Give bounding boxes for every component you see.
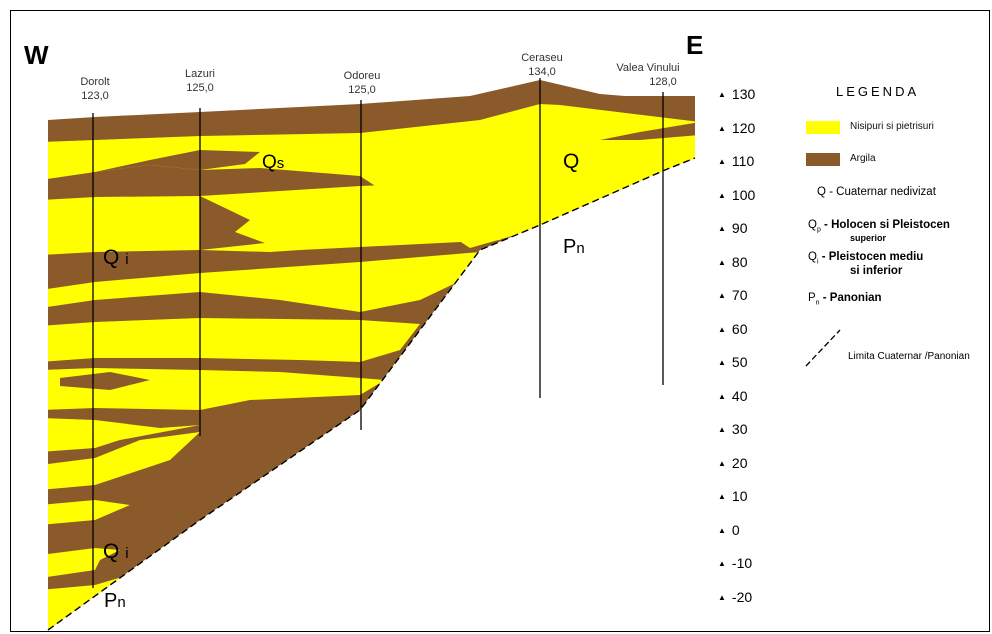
tick-marker-icon: ▲ — [718, 190, 726, 200]
legend-clay-swatch — [806, 153, 840, 166]
elevation-tick: ▲ -10 — [718, 555, 752, 572]
elevation-tick: ▲ 20 — [718, 455, 748, 472]
elevation-tick: ▲ 70 — [718, 287, 748, 304]
tick-marker-icon: ▲ — [718, 157, 726, 166]
tick-label: 100 — [731, 186, 756, 203]
legend-qp-label: Qp - Holocen si Pleistocen — [808, 219, 950, 234]
well-elevation-valea-vinului: 128,0 — [649, 76, 677, 88]
unit-label-qi-lower: Q i — [103, 540, 129, 563]
tick-label: 90 — [731, 220, 748, 236]
tick-label: 0 — [731, 521, 740, 538]
tick-label: 40 — [731, 387, 748, 404]
legend-clay-label: Argila — [850, 153, 876, 164]
tick-marker-icon: ▲ — [718, 492, 726, 501]
sand-band — [48, 104, 695, 400]
tick-marker-icon: ▲ — [718, 224, 726, 233]
legend-pn-label: Pn - Panonian — [808, 292, 882, 307]
quaternary-pannonian-boundary — [47, 157, 696, 631]
elevation-tick: ▲ 80 — [718, 254, 748, 271]
well-name-odoreu: Odoreu — [343, 70, 381, 82]
tick-marker-icon: ▲ — [718, 123, 726, 133]
well-name-valea-vinului: Valea Vinului — [616, 62, 680, 74]
tick-label: 110 — [731, 153, 755, 169]
elevation-tick: ▲0 — [718, 522, 740, 539]
tick-label: -10 — [731, 555, 753, 571]
tick-marker-icon: ▲ — [718, 257, 726, 267]
tick-label: 30 — [731, 421, 748, 437]
unit-label-qs: Qs — [262, 152, 285, 173]
unit-label-qi-upper: Q i — [103, 246, 129, 269]
well-elevation-ceraseu: 134,0 — [528, 66, 556, 78]
well-name-dorolt: Dorolt — [80, 76, 110, 88]
legend-qp-label-2: superior — [850, 233, 887, 243]
clay-lens — [95, 150, 260, 172]
sand-band — [48, 252, 500, 312]
well-name-ceraseu: Ceraseu — [521, 52, 563, 64]
legend-title: LEGENDA — [836, 84, 920, 99]
sand-band — [48, 432, 200, 490]
tick-marker-icon: ▲ — [718, 559, 726, 568]
well-elevation-dorolt: 123,0 — [81, 90, 109, 102]
tick-label: 60 — [731, 320, 748, 337]
tick-label: 80 — [731, 253, 748, 270]
elevation-tick: ▲ 130 — [718, 86, 755, 103]
sand-band — [48, 182, 520, 255]
elevation-tick: ▲ 100 — [718, 187, 755, 204]
tick-label: 20 — [731, 454, 748, 471]
tick-marker-icon: ▲ — [718, 525, 726, 535]
unit-label-pn-west: Pn — [104, 590, 126, 612]
elevation-tick: ▲ 10 — [718, 488, 748, 505]
elevation-tick: ▲ 40 — [718, 388, 748, 405]
tick-label: 130 — [731, 86, 756, 102]
tick-marker-icon: ▲ — [718, 425, 726, 434]
tick-marker-icon: ▲ — [718, 458, 726, 468]
tick-label: -20 — [731, 588, 753, 605]
legend-q-label: Q - Cuaternar nedivizat — [817, 186, 936, 198]
well-elevation-lazuri: 125,0 — [186, 82, 214, 94]
tick-marker-icon: ▲ — [718, 324, 726, 334]
legend-qi-label: Qi - Pleistocen mediu — [808, 251, 924, 266]
elevation-tick: ▲ 120 — [718, 120, 755, 137]
tick-label: 10 — [731, 488, 748, 504]
tick-marker-icon: ▲ — [718, 291, 726, 300]
elevation-tick: ▲ 50 — [718, 354, 748, 371]
sand-band — [48, 500, 130, 525]
elevation-tick: ▲ 60 — [718, 321, 748, 338]
well-name-lazuri: Lazuri — [185, 68, 215, 80]
east-label: E — [686, 30, 704, 60]
legend-sand-label: Nisipuri si pietrisuri — [850, 121, 934, 132]
elevation-tick: ▲ -20 — [718, 589, 752, 606]
legend-qi-label-2: si inferior — [850, 265, 903, 277]
elevation-tick: ▲ 110 — [718, 153, 754, 170]
legend-boundary-line — [805, 329, 841, 367]
legend-boundary-label: Limita Cuaternar /Panonian — [848, 351, 970, 362]
figure-frame — [10, 10, 990, 632]
unit-label-pn-east: Pn — [563, 236, 585, 258]
well-elevation-odoreu: 125,0 — [348, 84, 376, 96]
sand-band — [48, 418, 200, 452]
tick-label: 120 — [731, 119, 756, 136]
sand-band — [48, 318, 420, 362]
clay-lens — [200, 196, 265, 250]
unit-label-q: Q — [563, 150, 580, 173]
tick-marker-icon: ▲ — [718, 358, 726, 367]
elevation-tick: ▲ 30 — [718, 421, 748, 438]
legend-sand-swatch — [806, 121, 840, 134]
clay-lens — [60, 372, 150, 390]
tick-marker-icon: ▲ — [718, 391, 726, 401]
tick-label: 50 — [731, 354, 748, 370]
west-label: W — [24, 40, 49, 70]
tick-label: 70 — [731, 287, 748, 303]
tick-marker-icon: ▲ — [718, 90, 726, 99]
elevation-tick: ▲ 90 — [718, 220, 748, 237]
tick-marker-icon: ▲ — [718, 592, 726, 602]
sand-band — [48, 548, 120, 578]
clay-lens — [600, 122, 695, 140]
